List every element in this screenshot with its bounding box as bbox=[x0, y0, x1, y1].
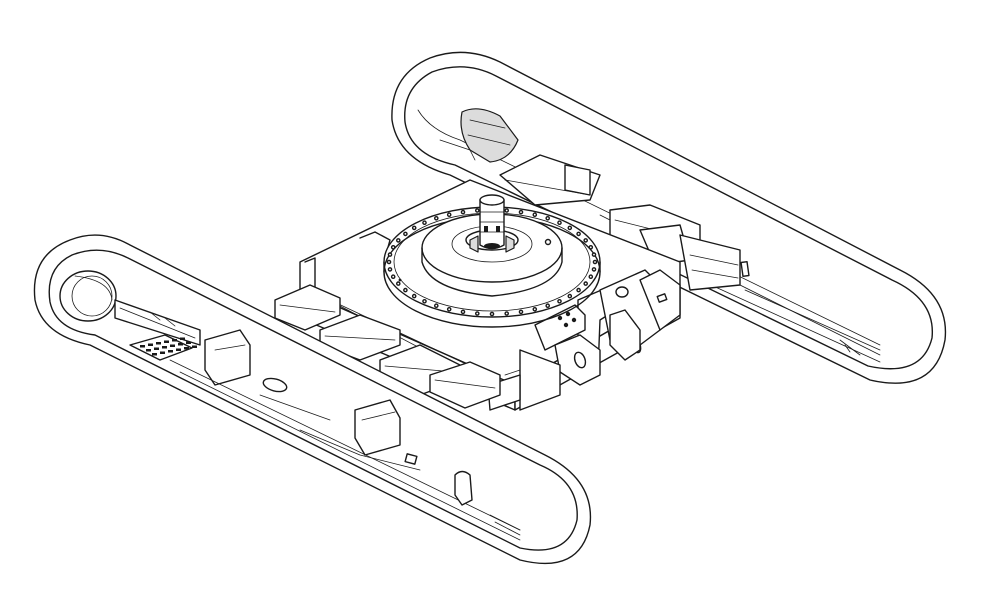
bolt-hole bbox=[422, 298, 427, 304]
bolt-hole bbox=[446, 212, 452, 217]
step-plate-slot bbox=[178, 343, 183, 346]
mounting-lug bbox=[534, 304, 586, 351]
bolt-hole bbox=[567, 225, 573, 231]
bolt-hole bbox=[433, 215, 439, 221]
swivel-joint bbox=[465, 194, 519, 253]
bolt-hole bbox=[387, 267, 393, 272]
bolt-hole bbox=[489, 311, 495, 317]
bolt-hole bbox=[518, 309, 524, 315]
step-plate-slot bbox=[164, 340, 169, 343]
bolt-hole bbox=[588, 274, 594, 280]
step-plate-slot bbox=[192, 345, 197, 348]
bolt-hole bbox=[422, 220, 427, 225]
step-plate-slot bbox=[140, 345, 145, 348]
step-plate-slot bbox=[154, 347, 159, 350]
bolt-hole bbox=[460, 309, 466, 315]
step-plate-slot bbox=[176, 348, 181, 351]
bolt-hole bbox=[395, 281, 401, 286]
bolt-hole bbox=[532, 306, 538, 312]
bolt-hole bbox=[592, 259, 598, 265]
step-plate-slot bbox=[186, 341, 191, 344]
step-plate-grid bbox=[140, 337, 197, 356]
step-plate-slot bbox=[172, 339, 177, 342]
step-plate-slot bbox=[146, 349, 151, 352]
step-plate-slot bbox=[180, 337, 185, 340]
bolt-hole bbox=[583, 238, 589, 243]
bolt-hole bbox=[583, 281, 589, 286]
bolt-hole bbox=[390, 244, 396, 250]
bolt-hole bbox=[504, 208, 510, 213]
rear-idler bbox=[460, 108, 519, 163]
bolt-hole bbox=[504, 311, 510, 316]
step-plate-slot bbox=[148, 343, 153, 346]
bolt-hole bbox=[545, 215, 551, 221]
bolt-hole bbox=[387, 252, 393, 257]
bolt-hole bbox=[545, 303, 551, 309]
step-plate-slot bbox=[168, 350, 173, 353]
bolt-hole bbox=[591, 267, 597, 272]
bolt-hole bbox=[446, 306, 452, 312]
bolt-hole bbox=[557, 298, 562, 304]
front-idler bbox=[59, 270, 117, 322]
bolt-hole bbox=[433, 303, 439, 309]
slewing-ring bbox=[383, 206, 601, 328]
step-plate-slot bbox=[152, 353, 157, 356]
front-cross-beams bbox=[274, 284, 501, 409]
bolt-hole bbox=[474, 311, 480, 316]
bolt-hole bbox=[403, 287, 408, 293]
bolt-hole bbox=[518, 209, 524, 215]
bolt-hole bbox=[411, 293, 417, 299]
bolt-hole bbox=[390, 274, 396, 280]
bolt-hole bbox=[567, 293, 573, 299]
bolt-hole bbox=[591, 252, 597, 257]
bolt-hole bbox=[411, 225, 417, 231]
step-plate-slot bbox=[162, 346, 167, 349]
bolt-hole bbox=[460, 209, 466, 215]
bolt-hole bbox=[576, 231, 581, 237]
bolt-hole bbox=[576, 287, 581, 293]
bolt-hole bbox=[474, 208, 480, 213]
step-plate-slot bbox=[156, 342, 161, 345]
bolt-hole bbox=[557, 220, 562, 225]
step-plate-slot bbox=[170, 344, 175, 347]
bolt-hole bbox=[395, 238, 401, 243]
front-track bbox=[33, 234, 592, 565]
bolt-hole bbox=[386, 259, 392, 265]
bolt-hole bbox=[403, 231, 408, 237]
step-plate-slot bbox=[160, 351, 165, 354]
bolt-hole bbox=[532, 212, 538, 217]
step-plate-slot bbox=[184, 347, 189, 350]
bolt-hole bbox=[588, 244, 594, 250]
